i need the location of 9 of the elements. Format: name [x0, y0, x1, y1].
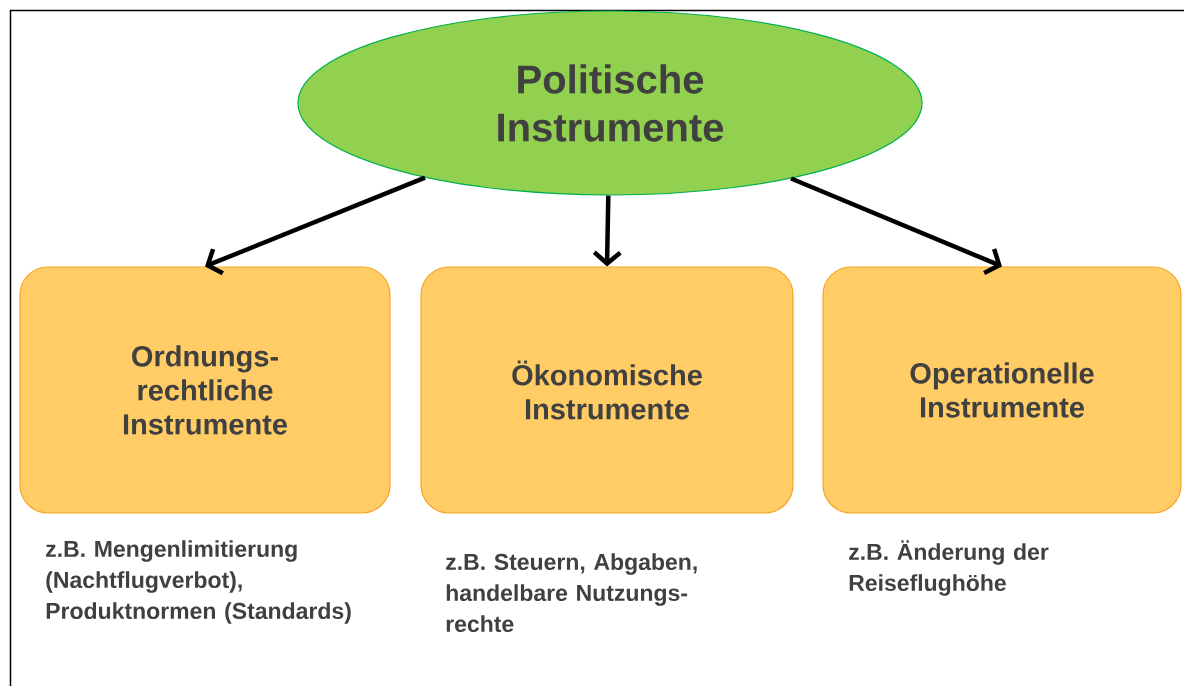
category-box: Ökonomische Instrumente: [420, 266, 794, 514]
example-text: z.B. Steuern, Abgaben, handelbare Nutzungs- rechte: [446, 553, 697, 633]
example-text: z.B. Änderung der Reiseflughöhe: [849, 540, 1049, 596]
category-box: Ordnungs- rechtliche Instrumente: [19, 266, 391, 514]
category-box: Operationelle Instrumente: [822, 266, 1182, 514]
arrow: [790, 176, 1002, 276]
example-text: z.B. Mengenlimitierung (Nachtflugverbot), Produktnormen (Standards): [46, 540, 351, 624]
arrow: [205, 175, 426, 276]
arrow: [592, 195, 622, 267]
